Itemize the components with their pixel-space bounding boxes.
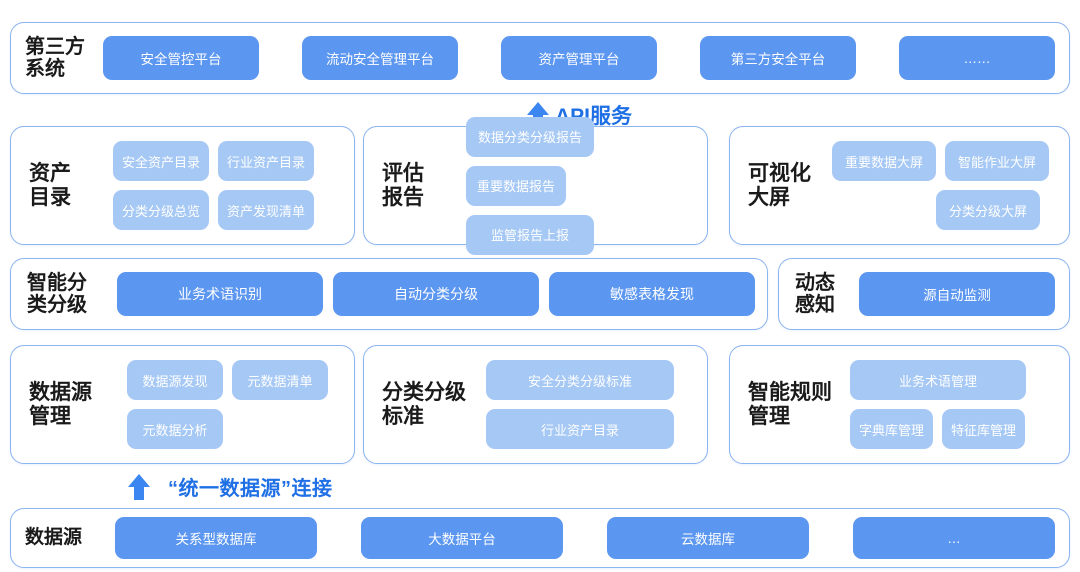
chip-regulatory-report-submit[interactable]: 监管报告上报 xyxy=(466,214,594,255)
chip-datasource-discovery[interactable]: 数据源发现 xyxy=(127,360,223,400)
datasource-panel: 数据源 关系型数据库 大数据平台 云数据库 … xyxy=(10,508,1070,568)
chip-metadata-list[interactable]: 元数据清单 xyxy=(232,360,328,400)
smart-rule-management-title: 智能规则 管理 xyxy=(748,380,832,428)
chip-industry-asset-catalog-standard[interactable]: 行业资产目录 xyxy=(486,409,674,449)
chip-source-auto-monitoring[interactable]: 源自动监测 xyxy=(859,272,1055,316)
chip-feature-library-management[interactable]: 特征库管理 xyxy=(942,409,1025,449)
chip-asset-mgmt-platform[interactable]: 资产管理平台 xyxy=(501,36,657,80)
classification-standard-title: 分类分级 标准 xyxy=(382,380,466,428)
chip-sensitive-table-discovery[interactable]: 敏感表格发现 xyxy=(549,272,755,316)
chip-data-classification-report[interactable]: 数据分类分级报告 xyxy=(466,116,594,157)
chip-classification-screen[interactable]: 分类分级大屏 xyxy=(936,190,1040,230)
chip-industry-asset-catalog[interactable]: 行业资产目录 xyxy=(218,141,314,181)
chip-third-party-security-platform[interactable]: 第三方安全平台 xyxy=(700,36,856,80)
chip-mobile-security-mgmt-platform[interactable]: 流动安全管理平台 xyxy=(302,36,458,80)
dynamic-awareness-title: 动态 感知 xyxy=(795,271,835,316)
evaluation-report-chip-list: 数据分类分级报告 重要数据报告 监管报告上报 xyxy=(466,116,707,255)
asset-catalog-chip-list: 安全资产目录 行业资产目录 分类分级总览 资产发现清单 xyxy=(113,141,354,230)
chip-smart-operation-screen[interactable]: 智能作业大屏 xyxy=(945,141,1049,181)
chip-relational-database[interactable]: 关系型数据库 xyxy=(115,517,317,559)
chip-cloud-database[interactable]: 云数据库 xyxy=(607,517,809,559)
datasource-management-title: 数据源 管理 xyxy=(29,380,92,428)
chip-security-classification-standard[interactable]: 安全分类分级标准 xyxy=(486,360,674,400)
asset-catalog-title: 资产 目录 xyxy=(29,161,71,209)
third-party-systems-chip-list: 安全管控平台 流动安全管理平台 资产管理平台 第三方安全平台 …… xyxy=(103,36,1055,80)
chip-dictionary-management[interactable]: 字典库管理 xyxy=(850,409,933,449)
chip-third-party-more[interactable]: …… xyxy=(899,36,1055,80)
datasource-management-panel: 数据源 管理 数据源发现 元数据清单 元数据分析 xyxy=(10,345,355,464)
chip-metadata-analysis[interactable]: 元数据分析 xyxy=(127,409,223,449)
chip-security-asset-catalog[interactable]: 安全资产目录 xyxy=(113,141,209,181)
smart-classification-panel: 智能分 类分级 业务术语识别 自动分类分级 敏感表格发现 xyxy=(10,258,768,330)
smart-classification-chip-list: 业务术语识别 自动分类分级 敏感表格发现 xyxy=(117,272,755,316)
smart-rule-management-chip-list: 业务术语管理 字典库管理 特征库管理 xyxy=(850,360,1069,449)
chip-classification-overview[interactable]: 分类分级总览 xyxy=(113,190,209,230)
chip-business-term-recognition[interactable]: 业务术语识别 xyxy=(117,272,323,316)
datasource-title: 数据源 xyxy=(25,527,83,549)
chip-security-control-platform[interactable]: 安全管控平台 xyxy=(103,36,259,80)
chip-auto-classification[interactable]: 自动分类分级 xyxy=(333,272,539,316)
datasource-chip-list: 关系型数据库 大数据平台 云数据库 … xyxy=(115,517,1055,559)
chip-datasource-more[interactable]: … xyxy=(853,517,1055,559)
chip-bigdata-platform[interactable]: 大数据平台 xyxy=(361,517,563,559)
evaluation-report-title: 评估 报告 xyxy=(382,161,424,209)
arrow-up-icon xyxy=(128,473,150,500)
dynamic-awareness-panel: 动态 感知 源自动监测 xyxy=(778,258,1070,330)
smart-classification-title: 智能分 类分级 xyxy=(27,271,87,316)
classification-standard-chip-list: 安全分类分级标准 行业资产目录 xyxy=(486,360,707,449)
evaluation-report-panel: 评估 报告 数据分类分级报告 重要数据报告 监管报告上报 xyxy=(363,116,708,255)
visualization-screen-chip-list: 重要数据大屏 智能作业大屏 分类分级大屏 xyxy=(832,141,1069,230)
asset-catalog-panel: 资产 目录 安全资产目录 行业资产目录 分类分级总览 资产发现清单 xyxy=(10,126,355,245)
visualization-screen-panel: 可视化 大屏 重要数据大屏 智能作业大屏 分类分级大屏 xyxy=(729,126,1070,245)
third-party-systems-panel: 第三方 系统 安全管控平台 流动安全管理平台 资产管理平台 第三方安全平台 …… xyxy=(10,22,1070,94)
unified-datasource-connector: “统一数据源”连接 xyxy=(128,472,333,501)
classification-standard-panel: 分类分级 标准 安全分类分级标准 行业资产目录 xyxy=(363,345,708,464)
visualization-screen-title: 可视化 大屏 xyxy=(748,161,811,209)
third-party-systems-title: 第三方 系统 xyxy=(25,35,85,80)
unified-datasource-label: “统一数据源”连接 xyxy=(168,478,333,500)
chip-asset-discovery-list[interactable]: 资产发现清单 xyxy=(218,190,314,230)
dynamic-awareness-chip-list: 源自动监测 xyxy=(859,272,1055,316)
chip-important-data-screen[interactable]: 重要数据大屏 xyxy=(832,141,936,181)
datasource-management-chip-list: 数据源发现 元数据清单 元数据分析 xyxy=(127,360,354,449)
smart-rule-management-panel: 智能规则 管理 业务术语管理 字典库管理 特征库管理 xyxy=(729,345,1070,464)
chip-business-term-management[interactable]: 业务术语管理 xyxy=(850,360,1026,400)
chip-important-data-report[interactable]: 重要数据报告 xyxy=(466,165,566,206)
